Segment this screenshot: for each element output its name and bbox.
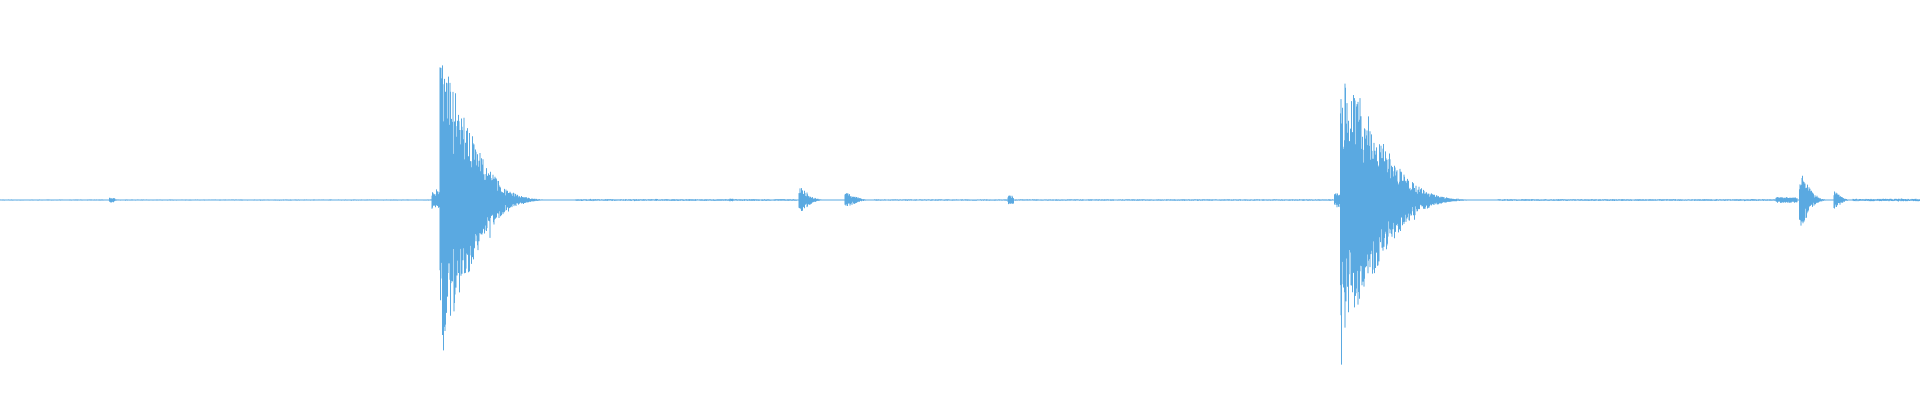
- waveform-trace: [0, 65, 1920, 365]
